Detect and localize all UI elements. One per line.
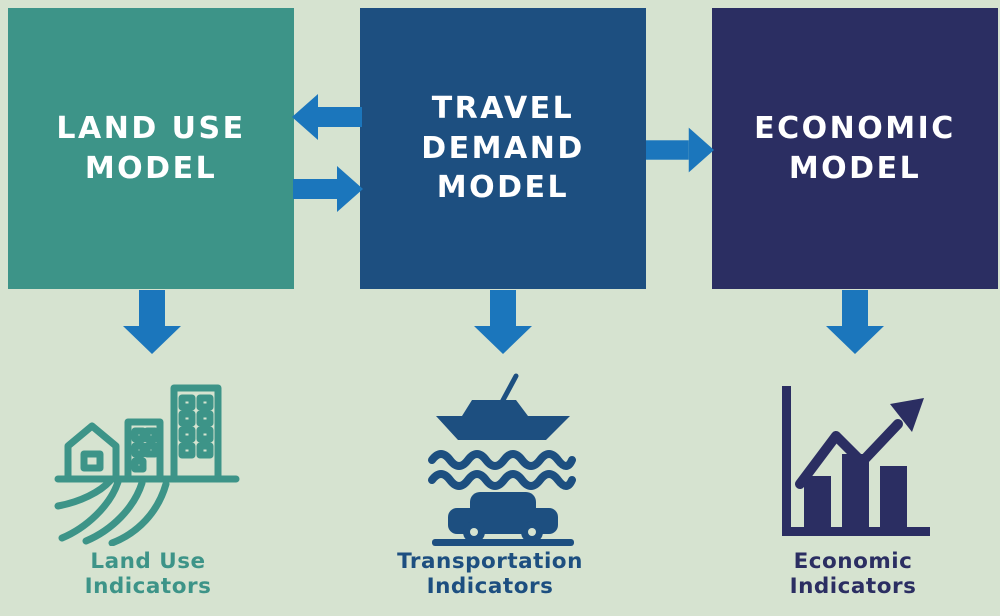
transportation-indicators-line1: Transportation xyxy=(397,549,583,574)
economic-model-box: ECONOMIC MODEL xyxy=(712,8,998,289)
economic-indicators-line1: Economic xyxy=(793,549,913,574)
land-use-model-label: LAND USE MODEL xyxy=(56,109,245,188)
travel-demand-line1: TRAVEL xyxy=(431,91,575,127)
travel-demand-model-label: TRAVEL DEMAND MODEL xyxy=(421,89,584,208)
transportation-indicators-line2: Indicators xyxy=(426,574,554,600)
land-use-indicators-line1: Land Use xyxy=(90,549,206,574)
travel-to-land-use-arrow-icon xyxy=(292,94,362,140)
land-use-indicators-line2: Indicators xyxy=(84,574,212,600)
transportation-icon xyxy=(428,373,576,546)
transportation-indicators-label: Transportation Indicators xyxy=(330,549,650,600)
travel-to-economic-arrow-icon xyxy=(646,127,714,173)
economic-down-arrow-icon xyxy=(826,290,884,354)
land-use-to-travel-arrow-icon xyxy=(293,166,363,212)
land-use-model-line2: MODEL xyxy=(84,150,218,186)
land-use-icon xyxy=(54,384,240,546)
land-use-model-line1: LAND USE xyxy=(56,110,246,146)
economic-model-line2: MODEL xyxy=(788,150,922,186)
economic-model-line1: ECONOMIC xyxy=(754,110,956,146)
travel-demand-line3: MODEL xyxy=(436,170,570,206)
land-use-model-box: LAND USE MODEL xyxy=(8,8,294,289)
travel-demand-line2: DEMAND xyxy=(421,130,585,166)
economic-indicators-line2: Indicators xyxy=(789,574,917,600)
economic-indicators-label: Economic Indicators xyxy=(693,549,1000,600)
travel-demand-model-box: TRAVEL DEMAND MODEL xyxy=(360,8,646,289)
travel-down-arrow-icon xyxy=(474,290,532,354)
land-use-indicators-label: Land Use Indicators xyxy=(0,549,308,600)
land-use-down-arrow-icon xyxy=(123,290,181,354)
economic-icon xyxy=(782,386,930,536)
economic-model-label: ECONOMIC MODEL xyxy=(754,109,956,188)
